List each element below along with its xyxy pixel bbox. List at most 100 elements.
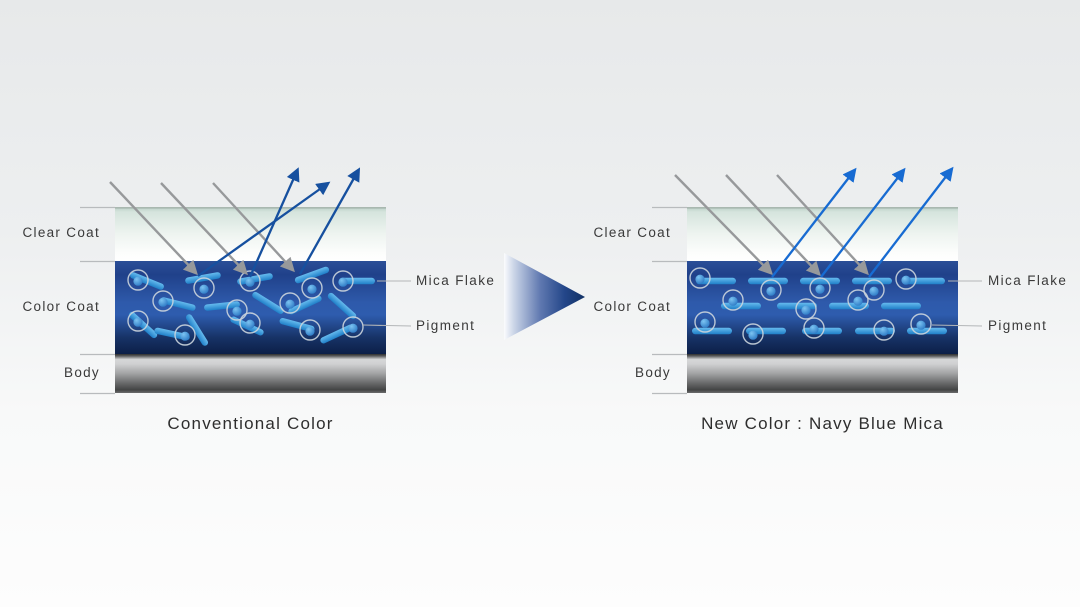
pigment-ball <box>901 275 911 285</box>
pigment-ball <box>766 286 776 296</box>
reflected-light-arrow <box>868 166 954 278</box>
clear-coat-layer <box>115 207 386 261</box>
reflected-light-arrow <box>197 181 331 277</box>
pigment-ball <box>916 320 926 330</box>
panel-caption-conventional: Conventional Color <box>167 414 334 433</box>
incident-light-arrow <box>160 182 248 276</box>
pigment-ring <box>174 324 196 346</box>
mica-flake <box>339 277 375 285</box>
pigment-ball <box>133 276 143 286</box>
mica-flake <box>320 324 354 344</box>
pigment-ball <box>809 324 819 334</box>
pigment-ball <box>728 296 738 306</box>
pigment-ring <box>742 323 764 345</box>
layer-label-clear-coat: Clear Coat <box>593 225 671 240</box>
incident-light-arrow <box>776 174 869 276</box>
pigment-ring <box>152 290 174 312</box>
mica-flake <box>327 292 357 320</box>
callout-leader-line <box>931 324 983 327</box>
pigment-ring <box>127 310 149 332</box>
panel-right <box>652 166 983 395</box>
pigment-ball <box>307 284 317 294</box>
reflected-light-arrow <box>298 167 361 275</box>
mica-flake <box>252 291 284 315</box>
pigment-ball <box>748 330 758 340</box>
pigment-ring <box>863 279 885 301</box>
pigment-ring <box>910 313 932 335</box>
layer-label-color-coat: Color Coat <box>593 299 671 314</box>
pigment-ring <box>226 299 248 321</box>
pigment-ring <box>332 270 354 292</box>
pigment-ring <box>301 277 323 299</box>
pigment-ring <box>279 292 301 314</box>
mica-flake <box>852 277 892 285</box>
layer-label-body: Body <box>635 365 671 380</box>
mica-flake <box>160 297 196 311</box>
callout-leader-line <box>362 324 412 327</box>
pigment-ball <box>133 317 143 327</box>
pigment-ring <box>299 319 321 341</box>
callout-label-pigment: Pigment <box>416 318 476 333</box>
mica-flake <box>204 301 240 311</box>
pigment-ball <box>869 286 879 296</box>
callout-label-mica-flake: Mica Flake <box>416 273 496 288</box>
pigment-ring <box>239 270 261 292</box>
layer-label-clear-coat: Clear Coat <box>22 225 100 240</box>
pigment-ball <box>338 277 348 287</box>
pigment-ball <box>305 326 315 336</box>
incident-light-arrow <box>212 182 295 273</box>
pigment-ring <box>803 317 825 339</box>
panel-left <box>80 167 412 395</box>
pigment-ring <box>847 289 869 311</box>
pigment-ball <box>695 274 705 284</box>
pigment-ball <box>879 326 889 336</box>
layer-label-body: Body <box>64 365 100 380</box>
pigment-ball <box>801 305 811 315</box>
reflected-light-arrow <box>820 167 906 278</box>
pigment-ball <box>245 319 255 329</box>
body-layer <box>687 354 958 393</box>
callout-label-mica-flake: Mica Flake <box>988 273 1068 288</box>
mica-flake <box>279 317 315 333</box>
pigment-ball <box>285 299 295 309</box>
pigment-ball <box>348 323 358 333</box>
incident-light-arrow <box>109 181 198 276</box>
pigment-ring <box>694 311 716 333</box>
pigment-ring <box>689 267 711 289</box>
pigment-ball <box>180 331 190 341</box>
pigment-ball <box>815 284 825 294</box>
pigment-ring <box>895 268 917 290</box>
mica-flake <box>881 302 921 310</box>
reflected-light-arrow <box>248 167 300 278</box>
mica-flake <box>905 277 945 285</box>
callout-label-pigment: Pigment <box>988 318 1048 333</box>
pigment-ring <box>809 277 831 299</box>
transition-arrow <box>504 253 585 340</box>
pigment-ring <box>722 289 744 311</box>
pigment-ring <box>760 279 782 301</box>
incident-light-arrow <box>674 174 774 276</box>
body-layer <box>115 354 386 393</box>
pigment-ball <box>199 284 209 294</box>
pigment-ring <box>127 269 149 291</box>
pigment-ring <box>239 312 261 334</box>
mica-flake <box>696 277 736 285</box>
panel-caption-new-color: New Color : Navy Blue Mica <box>701 414 944 433</box>
mica-flake <box>692 327 732 335</box>
incident-light-arrow <box>725 174 821 277</box>
pigment-ring <box>873 319 895 341</box>
pigment-ring <box>795 298 817 320</box>
pigment-ring <box>342 316 364 338</box>
pigment-ball <box>245 277 255 287</box>
layer-label-color-coat: Color Coat <box>22 299 100 314</box>
pigment-ball <box>853 296 863 306</box>
mica-flake <box>800 277 840 285</box>
pigment-ball <box>700 318 710 328</box>
mica-flake <box>130 272 164 290</box>
mica-flake <box>294 266 330 284</box>
reflected-light-arrow <box>771 167 857 278</box>
pigment-ring <box>193 277 215 299</box>
